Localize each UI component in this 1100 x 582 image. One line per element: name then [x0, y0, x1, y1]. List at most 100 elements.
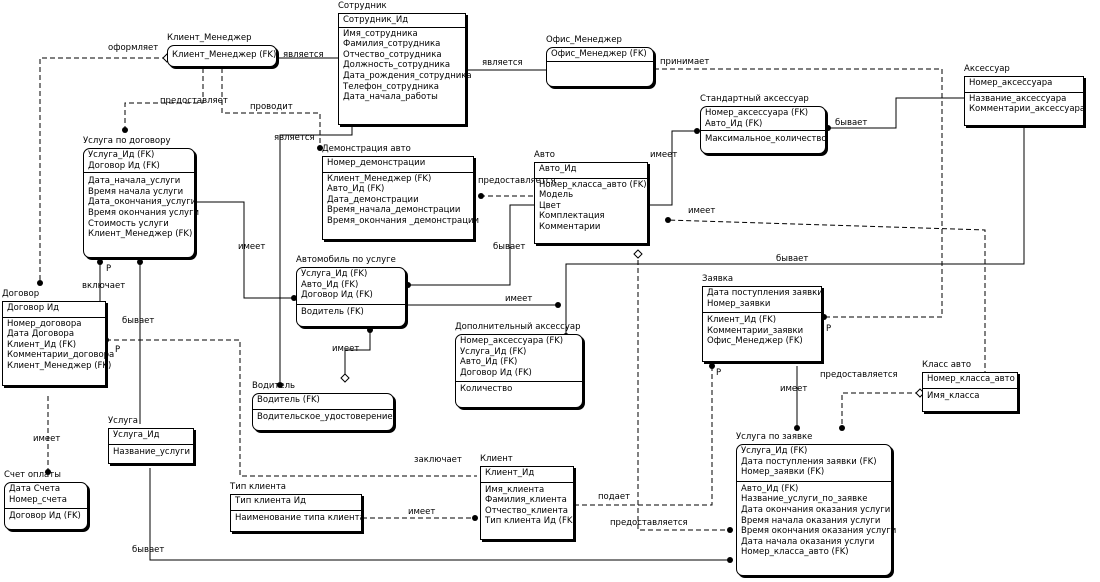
rel-label-predostavlyaetsya-1: предоставляется [478, 176, 556, 186]
entity-key-section: Авто_Ид [535, 163, 647, 179]
entity-title: Авто [534, 150, 555, 160]
attr: Имя_класса [927, 390, 980, 401]
attr: Клиент_Менеджер (FK) [7, 360, 112, 371]
entity-attr-section: Номер_договора Дата Договора Клиент_Ид (… [3, 318, 115, 373]
key-attr: Услуга_Ид [113, 430, 160, 440]
dot [709, 363, 715, 369]
entity-klass-avto[interactable]: Класс авто Номер_класса_авто Имя_класса [922, 360, 1018, 412]
entity-key-section: Номер_аксессуара (FK) Авто_Ид (FK) [701, 107, 825, 132]
entity-attr-section: Водитель (FK) [297, 305, 405, 319]
attr: Имя_сотрудника [343, 28, 418, 39]
rel-line-klass-avto [667, 219, 986, 376]
entity-box: Номер_демонстрации Клиент_Менеджер (FK) … [322, 156, 479, 240]
attr: Должность_сотрудника [343, 60, 451, 71]
entity-box: Услуга_Ид (FK) Договор Ид (FK) Дата_нача… [83, 148, 199, 258]
entity-key-section: Сотрудник_Ид [339, 14, 465, 28]
entity-standartnyy-aksessuar[interactable]: Стандартный аксессуар Номер_аксессуара (… [700, 94, 827, 154]
entity-key-section: Водитель (FK) [253, 394, 393, 410]
rel-line-avto-std [648, 130, 700, 206]
attr: Комплектация [539, 211, 605, 222]
rel-label-byvaet-4: бывает [122, 316, 155, 326]
attr: Телефон_сотрудника [343, 81, 439, 92]
entity-key-section: Офис_Менеджер (FK) [547, 48, 653, 62]
entity-title: Стандартный аксессуар [700, 94, 809, 104]
attr: Номер_класса_авто (FK) [741, 547, 849, 558]
key-attr: Авто_Ид (FK) [460, 357, 518, 368]
entity-attr-section: Договор Ид (FK) [5, 509, 87, 523]
attr: Отчество_клиента [485, 505, 569, 516]
diamond [633, 249, 643, 259]
entity-key-section: Номер_демонстрации [323, 157, 473, 173]
key-attr: Дата Счета [9, 484, 61, 494]
entity-klient-menedzher[interactable]: Клиент_Менеджер Клиент_Менеджер (FK) [167, 33, 277, 67]
entity-usluga[interactable]: Услуга Услуга_Ид Название_услуги [108, 416, 194, 464]
entity-demonstraciya-avto[interactable]: Демонстрация авто Номер_демонстрации Кли… [322, 144, 479, 240]
attr: Дата_окончания_услуги [88, 197, 197, 208]
rel-label-imeet-3: имеет [238, 242, 266, 252]
entity-ofis-menedzher[interactable]: Офис_Менеджер Офис_Менеджер (FK) [546, 35, 654, 87]
entity-key-section: Клиент_Ид [481, 467, 573, 483]
entity-zayavka[interactable]: Заявка Дата поступления заявки Номер_зая… [702, 274, 823, 362]
key-attr: Номер_класса_авто [927, 374, 1015, 384]
entity-box: Сотрудник_Ид Имя_сотрудника Фамилия_сотр… [338, 13, 472, 125]
rel-label-byvaet-1: бывает [835, 118, 868, 128]
dot [37, 280, 43, 286]
attr: Дата_начала_услуги [88, 176, 181, 187]
rel-line-aks-dop [565, 126, 1025, 334]
dot [405, 282, 411, 288]
dot [317, 145, 323, 151]
attr: Клиент_Ид (FK) [707, 315, 777, 326]
entity-avtomobil-po-usluge[interactable]: Автомобиль по услуге Услуга_Ид (FK) Авто… [296, 255, 406, 327]
entity-attr-section: Наименование типа клиента [231, 511, 365, 525]
key-attr: Договор Ид (FK) [301, 290, 373, 301]
key-attr: Договор Ид (FK) [460, 367, 532, 378]
attr: Комментарии_договора [7, 350, 115, 361]
key-attr: Номер_счета [9, 494, 67, 505]
rel-line-upd-apu [194, 201, 296, 299]
attr: Количество [460, 384, 513, 395]
dot [137, 259, 143, 265]
entity-aksessuar[interactable]: Аксессуар Номер_аксессуара Название_аксе… [964, 64, 1086, 126]
rel-label-byvaet-2: бывает [493, 242, 526, 252]
entity-schet-oplaty[interactable]: Счет оплаты Дата Счета Номер_счета Догов… [4, 470, 88, 530]
rel-line-klass-upz [841, 392, 920, 428]
rel-label-imeet-4: имеет [505, 294, 533, 304]
entity-attr-section: Дата_начала_услуги Время начала услуги Д… [84, 173, 199, 241]
entity-usluga-po-zayavke[interactable]: Услуга по заявке Услуга_Ид (FK) Дата пос… [736, 432, 896, 576]
dot [821, 314, 827, 320]
cardinality-p: P [115, 345, 121, 355]
attr: Комментарии_аксессуара [969, 104, 1086, 115]
entity-title: Водитель [252, 381, 296, 391]
entity-attr-section: Имя_класса [923, 389, 1017, 403]
cardinality-p: P [716, 368, 722, 378]
attr: Тип клиента Ид (FK) [485, 516, 576, 527]
entity-tip-klienta[interactable]: Тип клиента Тип клиента Ид Наименование … [230, 482, 365, 532]
entity-dogovor[interactable]: Договор Договор Ид Номер_договора Дата Д… [2, 289, 115, 386]
rel-line-sotr-voditel [279, 126, 353, 382]
cardinality-p: P [106, 264, 112, 274]
entity-title: Демонстрация авто [322, 144, 411, 154]
entity-key-section: Услуга_Ид (FK) Дата поступления заявки (… [737, 445, 891, 482]
entity-avto[interactable]: Авто Авто_Ид Номер_класса_авто (FK) Моде… [534, 150, 648, 244]
entity-key-section: Услуга_Ид (FK) Договор Ид (FK) [84, 149, 194, 174]
rel-line-zaklyuchaet [106, 339, 477, 477]
dot [122, 127, 128, 133]
entity-sotrudnik[interactable]: Сотрудник Сотрудник_Ид Имя_сотрудника Фа… [338, 1, 472, 125]
entity-usluga-po-dogovoru[interactable]: Услуга по договору Услуга_Ид (FK) Догово… [83, 136, 199, 258]
rel-line-oformlyaet [39, 57, 167, 281]
dot [665, 217, 671, 223]
entity-voditel[interactable]: Водитель Водитель (FK) Водительское_удос… [252, 381, 394, 431]
key-attr: Услуга_Ид (FK) [88, 150, 155, 160]
dot [694, 128, 700, 134]
entity-dopolnitelnyy-aksessuar[interactable]: Дополнительный аксессуар Номер_аксессуар… [455, 322, 583, 408]
rel-label-imeet-8: имеет [408, 507, 436, 517]
key-attr: Договор Ид [7, 303, 60, 313]
attr: Дата окончания оказания услуги [741, 504, 891, 515]
rel-label-imeet-2: имеет [688, 206, 716, 216]
attr: Цвет [539, 200, 561, 211]
entity-klient[interactable]: Клиент Клиент_Ид Имя_клиента Фамилия_кли… [480, 454, 576, 540]
dot [291, 295, 297, 301]
cardinality-p: P [826, 324, 832, 334]
key-attr: Номер_аксессуара (FK) [705, 108, 809, 118]
